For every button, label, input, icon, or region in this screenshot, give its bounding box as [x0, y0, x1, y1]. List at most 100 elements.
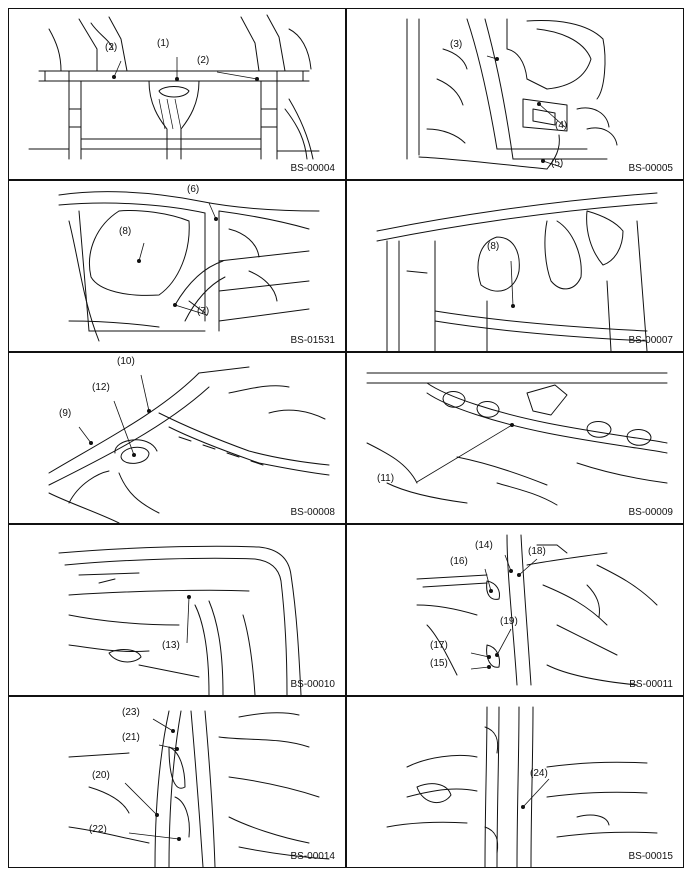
callout-point-marker — [521, 805, 525, 809]
panel-drawing — [386, 706, 658, 867]
structure-line — [426, 128, 466, 144]
structure-line — [546, 791, 648, 798]
diagram-panel-7: (13)BS-00010 — [8, 524, 346, 696]
panel-drawing — [48, 366, 330, 523]
callout-leader-line — [518, 558, 538, 576]
structure-line — [586, 584, 600, 618]
structure-line — [526, 20, 606, 100]
callout-label: (15) — [430, 658, 448, 669]
callout-label: (19) — [500, 616, 518, 627]
panel-figure-code: BS-00015 — [628, 851, 673, 862]
callout-point-marker — [173, 303, 177, 307]
diagram-panel-6: (11)BS-00009 — [346, 352, 684, 524]
panel-figure-code: BS-00014 — [290, 851, 335, 862]
callout-leader-line — [496, 628, 512, 656]
structure-line — [434, 320, 648, 342]
structure-line — [78, 572, 140, 576]
structure-line — [506, 18, 528, 80]
structure-line — [208, 600, 224, 695]
structure-line — [114, 439, 158, 454]
callout-leader-line — [208, 202, 217, 220]
structure-line — [586, 210, 624, 266]
diagram-panel-4: (8)BS-00007 — [346, 180, 684, 352]
structure-line — [636, 220, 648, 351]
structure-line — [188, 300, 206, 314]
structure-line — [168, 746, 186, 789]
diagram-grid: (1)(2)(2)BS-00004(3)(4)(5)BS-00005(6)(8)… — [8, 8, 684, 868]
structure-line — [198, 366, 250, 374]
structure-line — [194, 604, 210, 695]
structure-line — [542, 584, 608, 626]
structure-line — [606, 280, 612, 351]
structure-line — [248, 270, 278, 302]
structure-line — [68, 826, 150, 844]
structure-line — [376, 192, 658, 232]
structure-line — [442, 391, 466, 408]
callout-leader-line — [216, 71, 258, 80]
callout-point-marker — [187, 595, 191, 599]
structure-line — [98, 578, 116, 584]
callout-point-marker — [495, 653, 499, 657]
callout-label: (16) — [450, 556, 468, 567]
structure-line — [484, 706, 488, 867]
structure-line — [108, 649, 142, 663]
structure-line — [68, 644, 150, 653]
callout-leader-line — [158, 744, 178, 750]
structure-line — [238, 846, 330, 860]
structure-line — [426, 624, 458, 676]
structure-line — [416, 604, 478, 616]
callout-label: (24) — [530, 768, 548, 779]
structure-line — [88, 210, 190, 296]
callout-label: (21) — [122, 732, 140, 743]
callout-leader-line — [186, 596, 190, 644]
callout-leader-line — [138, 242, 145, 262]
structure-line — [238, 712, 300, 718]
panel-figure-code: BS-00011 — [629, 679, 673, 690]
structure-line — [376, 202, 658, 242]
structure-line — [516, 706, 520, 867]
structure-line — [526, 384, 568, 416]
structure-line — [48, 28, 62, 72]
structure-line — [168, 710, 182, 867]
structure-line — [118, 472, 160, 514]
structure-line — [386, 482, 468, 504]
structure-line — [406, 754, 478, 768]
structure-line — [58, 202, 206, 214]
structure-line — [426, 392, 668, 454]
callout-point-marker — [541, 159, 545, 163]
callout-label: (11) — [377, 473, 395, 484]
callout-leader-line — [113, 400, 135, 456]
panel-drawing — [406, 18, 618, 170]
structure-line — [288, 98, 314, 160]
structure-line — [476, 401, 500, 418]
structure-line — [168, 426, 330, 476]
callout-label: (14) — [475, 540, 493, 551]
structure-line — [266, 14, 286, 72]
structure-line — [576, 462, 668, 484]
callout-label: (4) — [555, 120, 568, 131]
structure-line — [496, 706, 500, 867]
callout-leader-line — [538, 103, 566, 128]
callout-point-marker — [175, 77, 179, 81]
structure-line — [416, 574, 488, 580]
callout-leader-line — [124, 782, 158, 816]
structure-line — [556, 624, 618, 656]
diagram-panel-9: (23)(21)(20)(22)BS-00014 — [8, 696, 346, 868]
callout-label: (10) — [117, 356, 135, 367]
structure-line — [530, 706, 534, 867]
structure-line — [466, 18, 498, 150]
structure-line — [48, 492, 120, 523]
callout-label: (8) — [487, 241, 500, 252]
panel-drawing — [366, 372, 668, 506]
structure-line — [486, 580, 500, 600]
structure-line — [484, 18, 514, 160]
structure-line — [477, 236, 520, 292]
panel-figure-code: BS-00010 — [290, 679, 335, 690]
structure-line — [68, 752, 130, 758]
callout-leader-line — [542, 160, 562, 168]
structure-line — [546, 134, 560, 170]
structure-line — [218, 736, 310, 748]
structure-line — [68, 614, 180, 626]
callout-point-marker — [137, 259, 141, 263]
structure-line — [228, 816, 310, 844]
